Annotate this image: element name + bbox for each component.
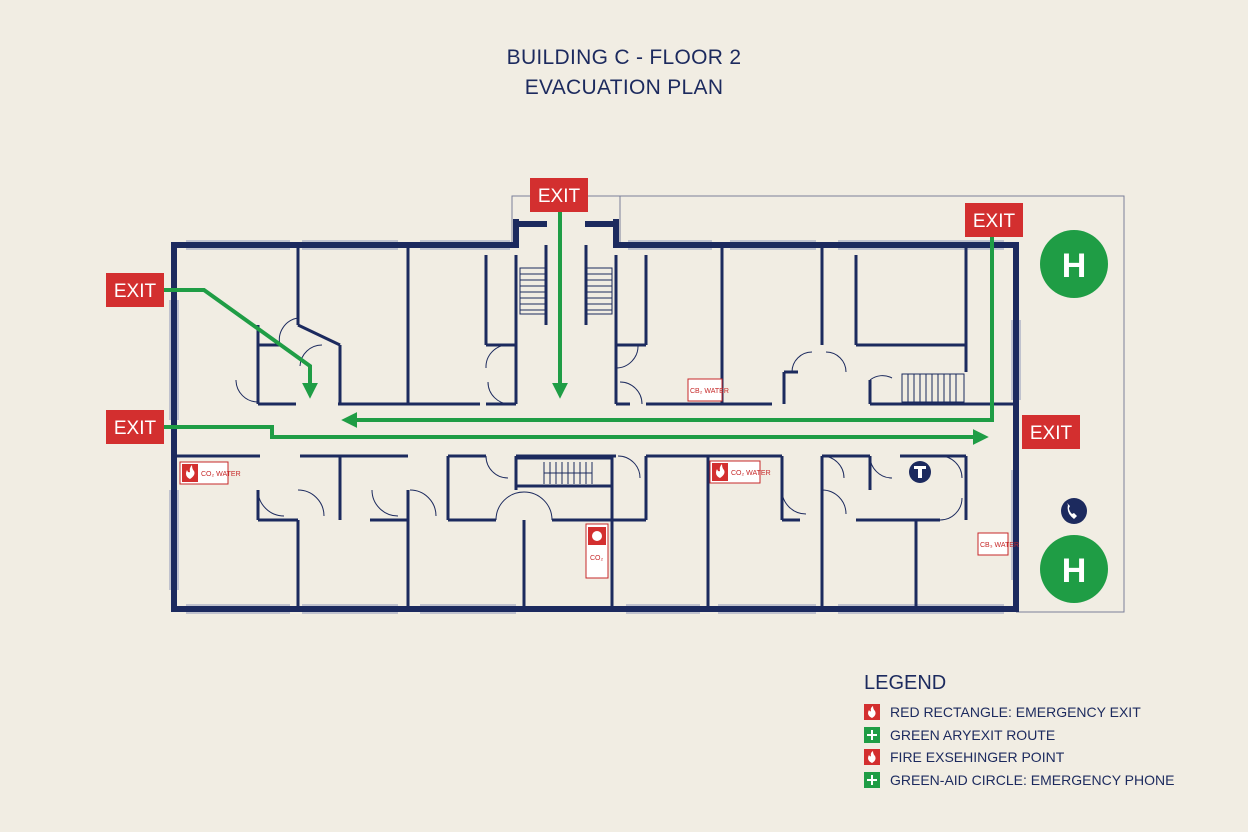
svg-text:CB₂ WATER: CB₂ WATER xyxy=(690,388,729,395)
extinguisher-center-left: CB₂ WATER xyxy=(687,378,729,402)
exit-sign-top: EXIT xyxy=(530,178,588,212)
fire-icon xyxy=(716,464,725,478)
stairs-central-lower xyxy=(514,456,614,488)
exit-sign-right: EXIT xyxy=(1022,415,1080,449)
exit-sign-left-lower: EXIT xyxy=(106,410,164,444)
outer-walls xyxy=(171,219,1019,612)
plan-title-line1: BUILDING C - FLOOR 2 xyxy=(506,46,742,69)
legend-item-phone: GREEN-AID CIRCLE: EMERGENCY PHONE xyxy=(864,769,1174,792)
extinguisher-right: CB₃ WATER xyxy=(977,532,1019,556)
legend-item-extinguisher: FIRE EXSEHINGER POINT xyxy=(864,746,1174,769)
svg-text:H: H xyxy=(1062,552,1087,590)
assembly-point-upper: H xyxy=(1040,230,1108,298)
svg-text:EXIT: EXIT xyxy=(538,186,581,207)
window-marks xyxy=(169,240,1021,614)
green-cross-icon xyxy=(864,771,880,788)
first-aid-icon xyxy=(909,461,931,483)
route-left-lower xyxy=(162,425,989,445)
route-top-right xyxy=(341,234,994,428)
fire-icon xyxy=(186,465,195,479)
stairs-upper-right xyxy=(585,267,613,315)
legend-item-label: GREEN ARYEXIT ROUTE xyxy=(890,726,1056,743)
extinguisher-center: CO₂ WATER xyxy=(709,460,771,484)
phone-icon xyxy=(1061,498,1087,524)
legend-item-exit: RED RECTANGLE: EMERGENCY EXIT xyxy=(864,701,1174,724)
svg-text:EXIT: EXIT xyxy=(1030,423,1073,444)
route-left-upper xyxy=(162,288,318,399)
evacuation-routes xyxy=(162,208,994,445)
svg-text:CB₃ WATER: CB₃ WATER xyxy=(980,542,1019,549)
stairs-east xyxy=(901,373,965,403)
stairs-upper-left xyxy=(519,267,547,315)
legend-title: LEGEND xyxy=(864,672,947,694)
interior-walls xyxy=(174,245,1016,609)
svg-text:EXIT: EXIT xyxy=(114,281,157,302)
legend-item-label: GREEN-AID CIRCLE: EMERGENCY PHONE xyxy=(890,771,1175,788)
exit-sign-top-right: EXIT xyxy=(965,203,1023,237)
svg-text:H: H xyxy=(1062,247,1087,285)
exit-sign-left-upper: EXIT xyxy=(106,273,164,307)
svg-text:CO₂: CO₂ xyxy=(590,555,604,562)
legend-item-label: FIRE EXSEHINGER POINT xyxy=(890,749,1065,766)
svg-text:CO₂ WATER: CO₂ WATER xyxy=(201,471,241,478)
legend: LEGEND RED RECTANGLE: EMERGENCY EXIT GRE… xyxy=(864,672,1174,791)
assembly-point-lower: H xyxy=(1040,535,1108,603)
door-swings xyxy=(235,317,963,521)
plan-title-line2: EVACUATION PLAN xyxy=(524,76,724,99)
fire-icon xyxy=(864,749,880,766)
svg-text:EXIT: EXIT xyxy=(114,418,157,439)
fire-icon xyxy=(864,704,880,721)
legend-item-label: RED RECTANGLE: EMERGENCY EXIT xyxy=(890,704,1141,721)
svg-text:CO₂ WATER: CO₂ WATER xyxy=(731,470,771,477)
extinguisher-stair: CO₂ xyxy=(585,523,609,579)
green-cross-icon xyxy=(864,726,880,743)
extinguisher-left: CO₂ WATER xyxy=(179,461,241,485)
legend-item-route: GREEN ARYEXIT ROUTE xyxy=(864,724,1174,747)
svg-text:EXIT: EXIT xyxy=(973,211,1016,232)
